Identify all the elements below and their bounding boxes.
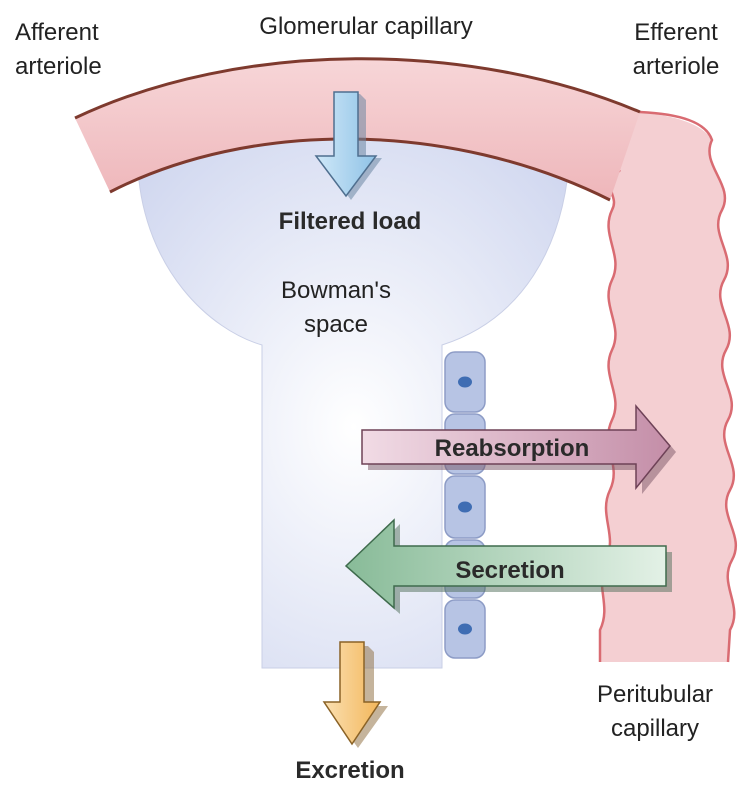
excretion-label: Excretion xyxy=(295,757,404,784)
efferent-arteriole-label-line2: arteriole xyxy=(633,53,720,80)
excretion-arrow xyxy=(322,641,388,748)
filtered-load-arrow xyxy=(314,91,382,200)
glomerular-capillary-top-wall xyxy=(74,57,641,120)
peritubular-capillary-outer-wall xyxy=(639,110,738,663)
peritubular-capillary-label-line1: Peritubular xyxy=(597,681,713,708)
tubule-epithelium xyxy=(444,351,486,659)
peritubular-capillary xyxy=(600,112,736,662)
afferent-arteriole-label-line1: Afferent xyxy=(15,19,99,46)
secretion-arrow xyxy=(344,518,672,614)
bowmans-space-label-line1: Bowman's xyxy=(281,277,391,304)
reabsorption-label: Reabsorption xyxy=(435,435,590,462)
cell-nucleus xyxy=(458,623,472,635)
peritubular-capillary-label-line2: capillary xyxy=(611,715,699,742)
secretion-label: Secretion xyxy=(455,557,564,584)
afferent-arteriole-label-line2: arteriole xyxy=(15,53,102,80)
cell-nucleus xyxy=(458,376,472,388)
cell-nucleus xyxy=(458,501,472,513)
reabsorption-arrow xyxy=(361,403,676,494)
glomerular-capillary-label: Glomerular capillary xyxy=(259,13,472,40)
bowmans-space-label-line2: space xyxy=(304,311,368,338)
efferent-arteriole-label-line1: Efferent xyxy=(634,19,718,46)
filtered-load-label: Filtered load xyxy=(279,208,422,235)
